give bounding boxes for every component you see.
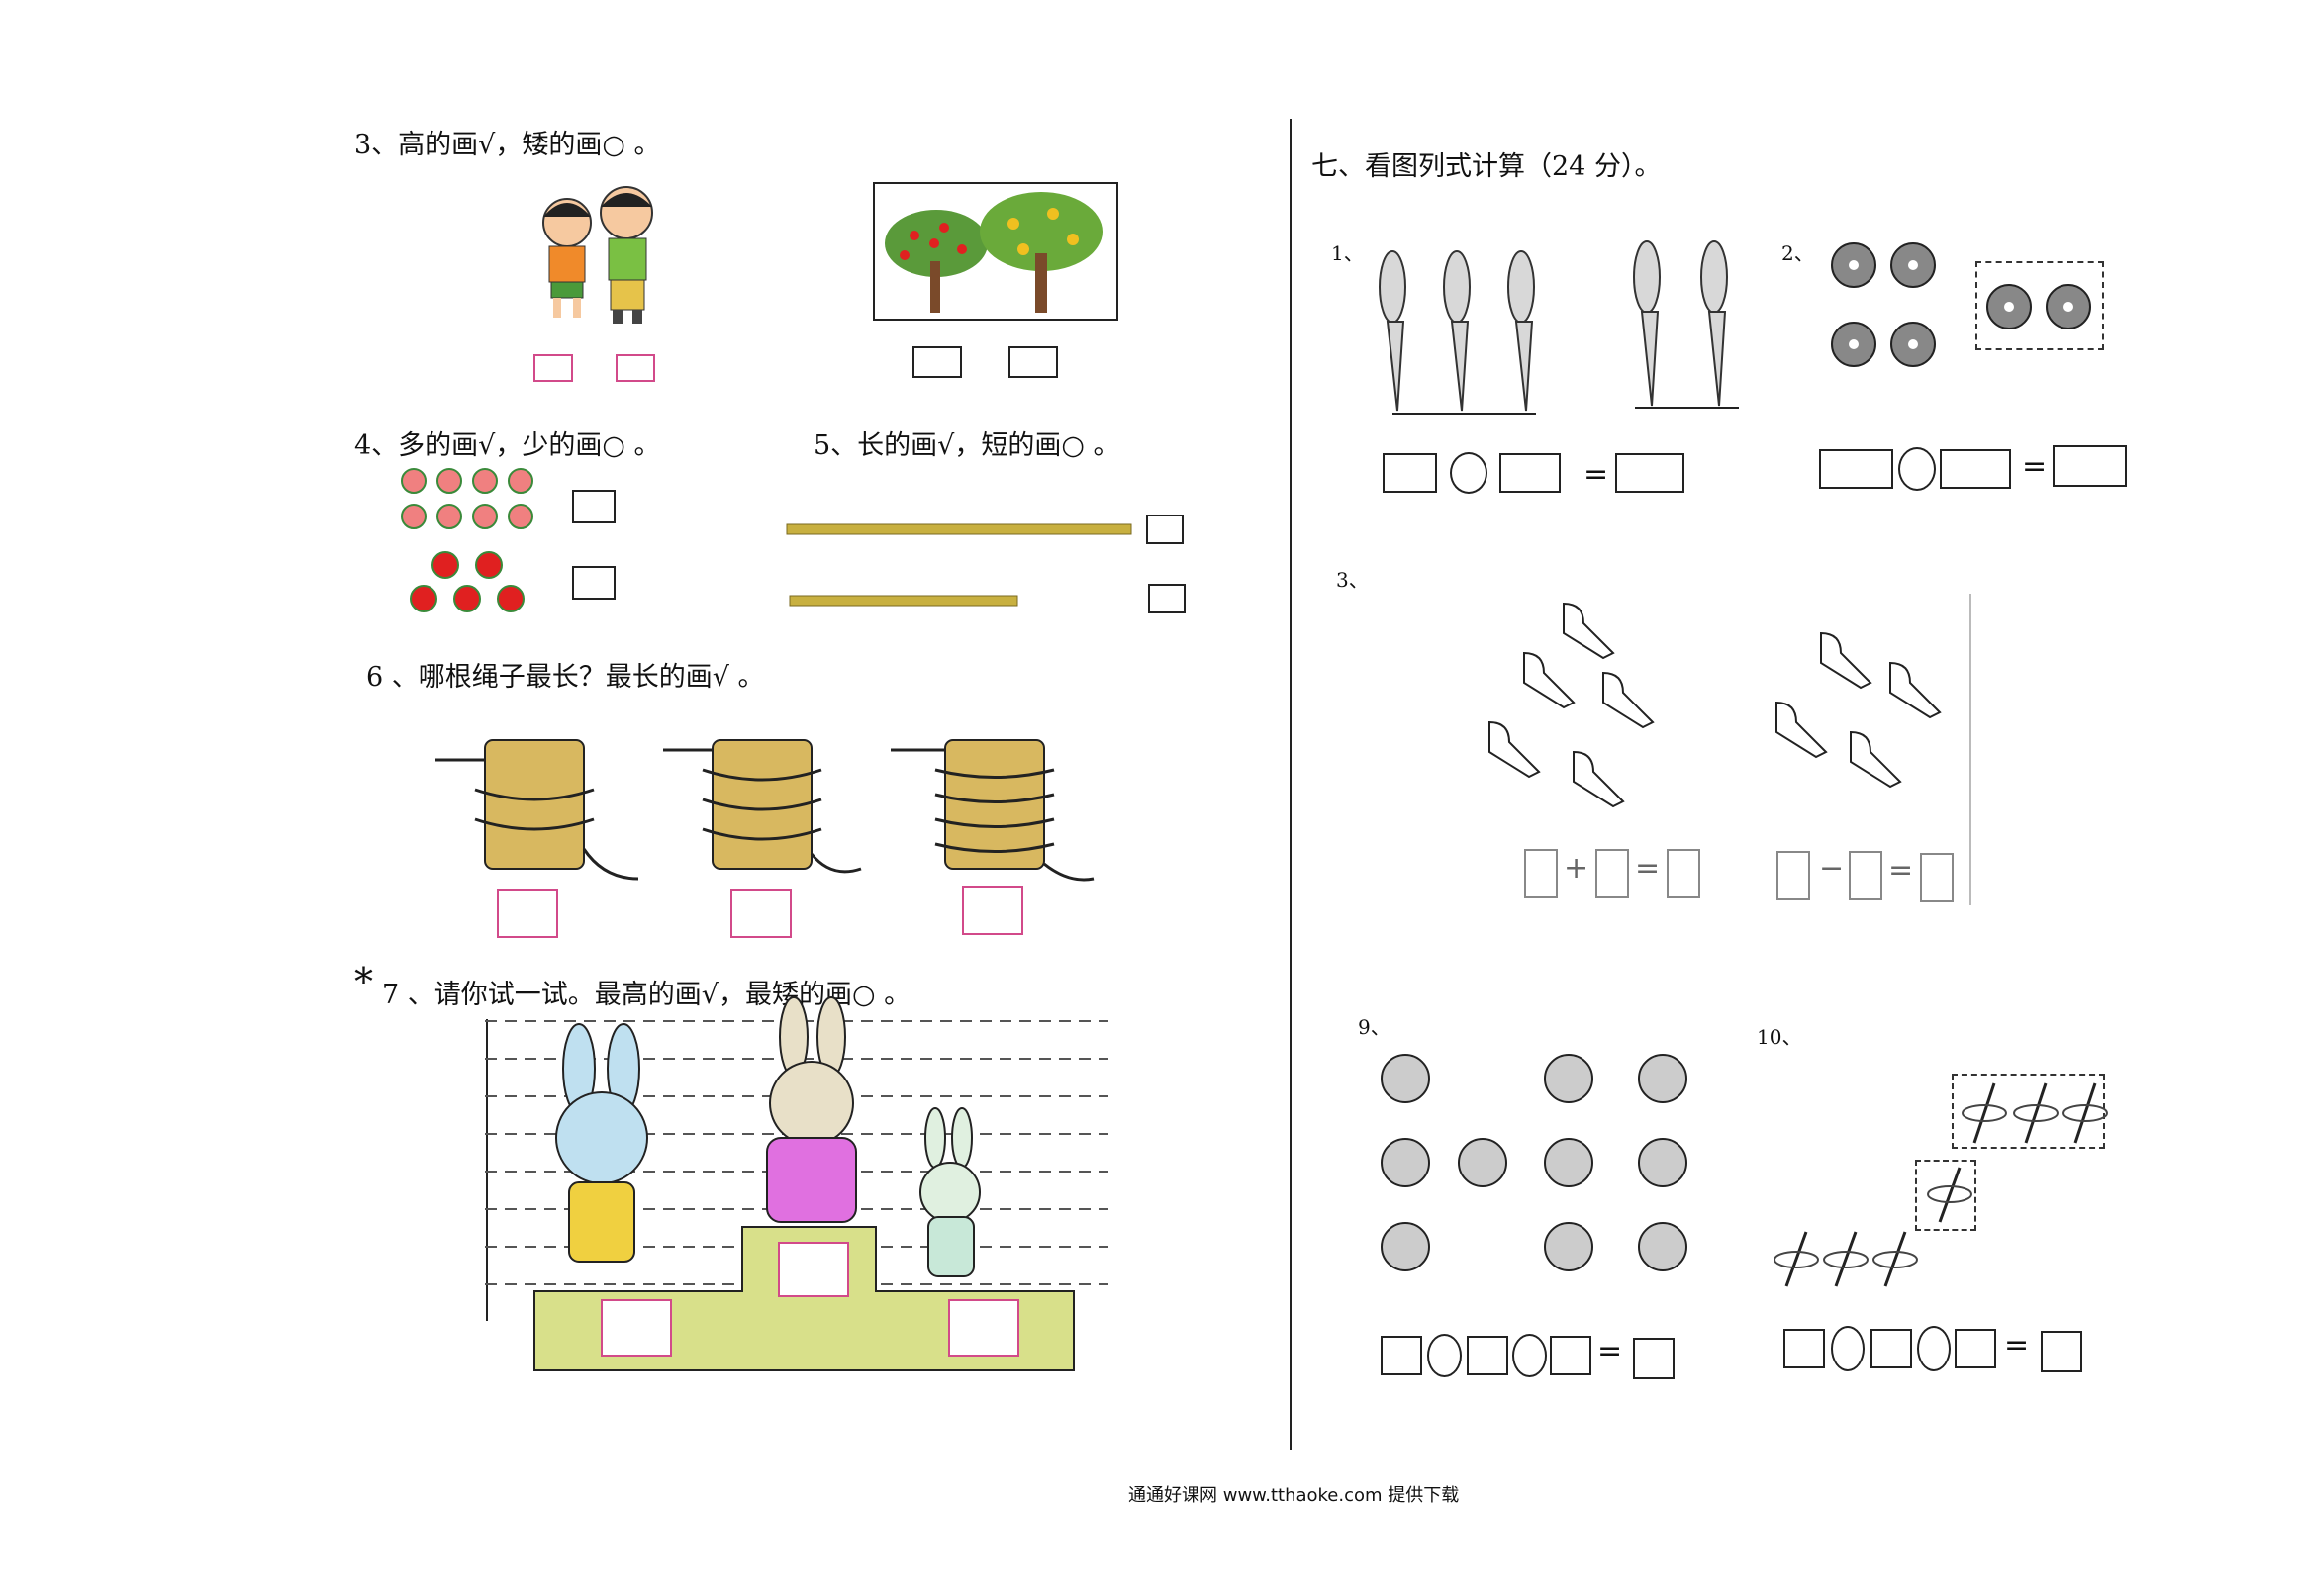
answer-box-child-right[interactable] [616, 354, 655, 382]
p1-box-1[interactable] [1383, 453, 1437, 493]
answer-box-rabbit-right[interactable] [948, 1299, 1019, 1357]
answer-box-short-rope[interactable] [1148, 584, 1186, 613]
question-6-title: 6 、哪根绳子最长？最长的画√ 。 [366, 662, 765, 693]
section-7-title: 七、看图列式计算（24 分）。 [1311, 151, 1662, 182]
p10-box-3[interactable] [1955, 1329, 1996, 1368]
answer-box-tree-left[interactable] [912, 346, 962, 378]
p3-sub-box-2[interactable] [1849, 851, 1882, 900]
answer-box-long-rope[interactable] [1146, 515, 1184, 544]
answer-box-rope-2[interactable] [730, 889, 792, 938]
answer-box-apples[interactable] [572, 566, 616, 600]
answer-box-rabbit-left[interactable] [601, 1299, 672, 1357]
p3-add-result-box[interactable] [1667, 849, 1700, 898]
flowers-group-illustration [1831, 242, 1936, 367]
dashed-frame-top-insects [1952, 1074, 2105, 1149]
p1-operator-circle[interactable] [1450, 452, 1487, 494]
p9-box-1[interactable] [1381, 1336, 1422, 1375]
dashed-frame-middle-insect [1915, 1160, 1976, 1231]
problem-10-label: 10、 [1757, 1025, 1802, 1049]
p2-box-2[interactable] [1940, 449, 2011, 489]
p3-add-box-1[interactable] [1524, 849, 1558, 898]
short-rope-illustration [789, 595, 1018, 607]
p10-result-box[interactable] [2041, 1331, 2082, 1372]
two-fruit-trees-illustration [885, 192, 1103, 313]
p3-minus-sign: − [1819, 851, 1845, 886]
column-divider [1290, 119, 1292, 1450]
trees-picture-frame [873, 182, 1118, 321]
ropes-wound-on-spools-illustration [435, 739, 1095, 882]
snails-illustration [1381, 1054, 1687, 1271]
doves-illustration [1488, 602, 1942, 808]
p2-operator-circle[interactable] [1898, 447, 1936, 491]
p9-result-box[interactable] [1633, 1338, 1675, 1379]
question-5-title: 5、长的画√，短的画○ 。 [814, 430, 1120, 461]
problem-9-label: 9、 [1358, 1015, 1390, 1039]
p2-equals-sign: = [2022, 449, 2048, 484]
p3-sub-box-1[interactable] [1776, 851, 1810, 900]
p10-box-2[interactable] [1870, 1329, 1912, 1368]
answer-box-rope-1[interactable] [497, 889, 558, 938]
p10-operator-circle-1[interactable] [1831, 1326, 1865, 1371]
page-footer: 通通好课网 www.tthaoke.com 提供下载 [1128, 1485, 1460, 1506]
answer-box-tree-right[interactable] [1008, 346, 1058, 378]
two-children-illustration [542, 186, 653, 324]
p3-add-box-2[interactable] [1595, 849, 1629, 898]
parrots-illustration [1379, 240, 1739, 415]
answer-box-child-left[interactable] [533, 354, 573, 382]
p10-operator-circle-2[interactable] [1917, 1326, 1951, 1371]
p10-equals-sign: = [2004, 1328, 2030, 1362]
p9-operator-circle-1[interactable] [1427, 1334, 1462, 1377]
question-3-title: 3、高的画√，矮的画○ 。 [354, 130, 661, 160]
flowers-taken-illustration [1986, 284, 2091, 329]
p1-equals-sign: = [1583, 457, 1609, 492]
answer-box-rope-3[interactable] [962, 886, 1023, 935]
question-7-star: * [354, 960, 373, 1003]
apples-illustration [410, 551, 525, 612]
p9-box-2[interactable] [1467, 1336, 1508, 1375]
answer-box-rabbit-middle[interactable] [778, 1242, 849, 1297]
p9-equals-sign: = [1597, 1334, 1623, 1368]
p9-operator-circle-2[interactable] [1512, 1334, 1547, 1377]
problem-3-label: 3、 [1336, 568, 1369, 592]
p2-box-1[interactable] [1819, 449, 1893, 489]
peaches-illustration [401, 468, 533, 529]
p1-result-box[interactable] [1615, 453, 1684, 493]
p2-result-box[interactable] [2053, 445, 2127, 487]
p10-box-1[interactable] [1783, 1329, 1825, 1368]
p3-sub-result-box[interactable] [1920, 853, 1954, 902]
p1-box-2[interactable] [1499, 453, 1561, 493]
p3-sub-equals-sign: = [1888, 853, 1914, 888]
long-rope-illustration [786, 523, 1132, 535]
dragonflies-illustration [1774, 1082, 2108, 1287]
p3-add-equals-sign: = [1635, 851, 1661, 886]
dove-panel-edge [1969, 594, 1971, 905]
answer-box-peaches[interactable] [572, 490, 616, 523]
dashed-flowers-frame [1975, 261, 2104, 350]
p3-plus-sign: + [1564, 851, 1589, 886]
problem-2-label: 2、 [1781, 241, 1814, 265]
problem-1-label: 1、 [1331, 241, 1364, 265]
p9-box-3[interactable] [1550, 1336, 1591, 1375]
question-4-title: 4、多的画√，少的画○ 。 [354, 430, 661, 461]
